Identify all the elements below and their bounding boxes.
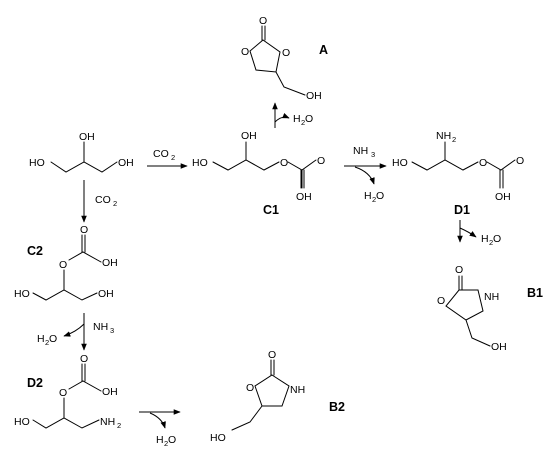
structure-a: O O O OH xyxy=(241,15,322,102)
b2-ring-o: O xyxy=(246,382,254,394)
svg-text:H: H xyxy=(156,434,164,446)
svg-text:2: 2 xyxy=(164,439,168,448)
water-d1: H 2 O xyxy=(364,190,384,204)
c2-ester-o: O xyxy=(59,259,67,271)
label-b2: B2 xyxy=(329,400,345,414)
svg-text:O: O xyxy=(376,190,384,202)
arrow-a-water-loss xyxy=(274,112,290,123)
c1-acid-oh: OH xyxy=(296,191,312,203)
structure-c2: HO OH O O OH xyxy=(14,224,118,301)
arrow-d2-water-loss xyxy=(63,323,85,337)
water-b1: H 2 O xyxy=(481,233,501,247)
water-d2: H 2 O xyxy=(37,333,57,347)
a-ring-o-right: O xyxy=(282,47,290,59)
b2-carbonyl-o: O xyxy=(268,349,276,361)
a-carbonyl-o: O xyxy=(259,15,267,27)
svg-text:2: 2 xyxy=(489,238,493,247)
c1-ho: HO xyxy=(192,157,208,169)
d1-nh2: NH 2 xyxy=(436,130,456,144)
a-ring-o-left: O xyxy=(241,46,249,58)
a-oh: OH xyxy=(306,90,322,102)
svg-text:2: 2 xyxy=(117,421,121,430)
structure-c1: HO OH O O OH xyxy=(192,130,325,203)
svg-text:2: 2 xyxy=(301,118,305,127)
svg-text:H: H xyxy=(364,190,372,202)
svg-text:CO: CO xyxy=(95,194,111,206)
b1-carbonyl-o: O xyxy=(455,264,463,276)
b1-ring-nh: NH xyxy=(484,291,499,303)
svg-text:2: 2 xyxy=(113,199,117,208)
svg-text:NH: NH xyxy=(436,130,451,142)
glycerol-structure: HO OH OH xyxy=(29,131,134,173)
c1-oh-top: OH xyxy=(241,130,257,142)
structure-b2: O O NH HO xyxy=(210,349,305,444)
reagent-nh3-d2: NH 3 xyxy=(93,321,114,335)
label-c2: C2 xyxy=(27,244,43,258)
water-b2: H 2 O xyxy=(156,434,176,448)
arrow-b1-water-loss xyxy=(459,227,477,238)
svg-text:H: H xyxy=(37,333,45,345)
svg-text:2: 2 xyxy=(45,338,49,347)
reagent-co2-c1: CO 2 xyxy=(153,148,175,162)
d2-ho: HO xyxy=(14,416,30,428)
arrow-b2-water-loss xyxy=(149,412,166,429)
d2-nh2: NH 2 xyxy=(100,416,121,430)
svg-text:O: O xyxy=(305,113,313,125)
c2-ho: HO xyxy=(14,288,30,300)
svg-text:H: H xyxy=(293,113,301,125)
d1-acid-oh: OH xyxy=(495,191,511,203)
svg-text:2: 2 xyxy=(452,135,456,144)
arrow-d1-water-loss xyxy=(354,166,375,185)
structure-d1: HO NH 2 O O OH xyxy=(392,130,524,203)
label-c1: C1 xyxy=(263,203,279,217)
d1-carbonyl-o: O xyxy=(516,155,524,167)
c1-carbonyl-o: O xyxy=(317,155,325,167)
svg-text:H: H xyxy=(481,233,489,245)
c2-acid-oh: OH xyxy=(102,257,118,269)
label-a: A xyxy=(319,43,328,57)
water-a: H 2 O xyxy=(293,113,313,127)
c2-oh: OH xyxy=(98,288,114,300)
glycerol-oh-right: OH xyxy=(118,157,134,169)
svg-text:2: 2 xyxy=(171,153,175,162)
label-d2: D2 xyxy=(27,376,43,390)
svg-text:O: O xyxy=(168,434,176,446)
b2-ho: HO xyxy=(210,432,226,444)
c2-carbonyl-o: O xyxy=(80,224,88,236)
reagent-nh3-d1: NH 3 xyxy=(353,145,375,159)
d2-acid-oh: OH xyxy=(102,386,118,398)
d1-ho: HO xyxy=(392,157,408,169)
b2-ring-nh: NH xyxy=(290,384,305,396)
svg-text:3: 3 xyxy=(371,150,375,159)
d2-carbonyl-o: O xyxy=(80,353,88,365)
structure-d2: HO NH 2 O O OH xyxy=(14,353,121,430)
svg-text:CO: CO xyxy=(153,148,169,160)
svg-text:3: 3 xyxy=(110,326,114,335)
reagent-co2-c2: CO 2 xyxy=(95,194,117,208)
glycerol-ho-left: HO xyxy=(29,157,45,169)
c1-ester-o: O xyxy=(280,157,288,169)
b1-oh: OH xyxy=(491,341,507,353)
svg-text:O: O xyxy=(49,333,57,345)
structure-b1: O O NH OH xyxy=(437,264,507,353)
svg-text:NH: NH xyxy=(353,145,368,157)
glycerol-oh-top: OH xyxy=(79,131,95,143)
label-b1: B1 xyxy=(527,286,543,300)
svg-text:2: 2 xyxy=(372,195,376,204)
d2-ester-o: O xyxy=(59,387,67,399)
svg-text:O: O xyxy=(493,233,501,245)
svg-text:NH: NH xyxy=(93,321,108,333)
label-d1: D1 xyxy=(454,203,470,217)
b1-ring-o: O xyxy=(437,295,445,307)
d1-ester-o: O xyxy=(479,157,487,169)
svg-text:NH: NH xyxy=(100,416,115,428)
